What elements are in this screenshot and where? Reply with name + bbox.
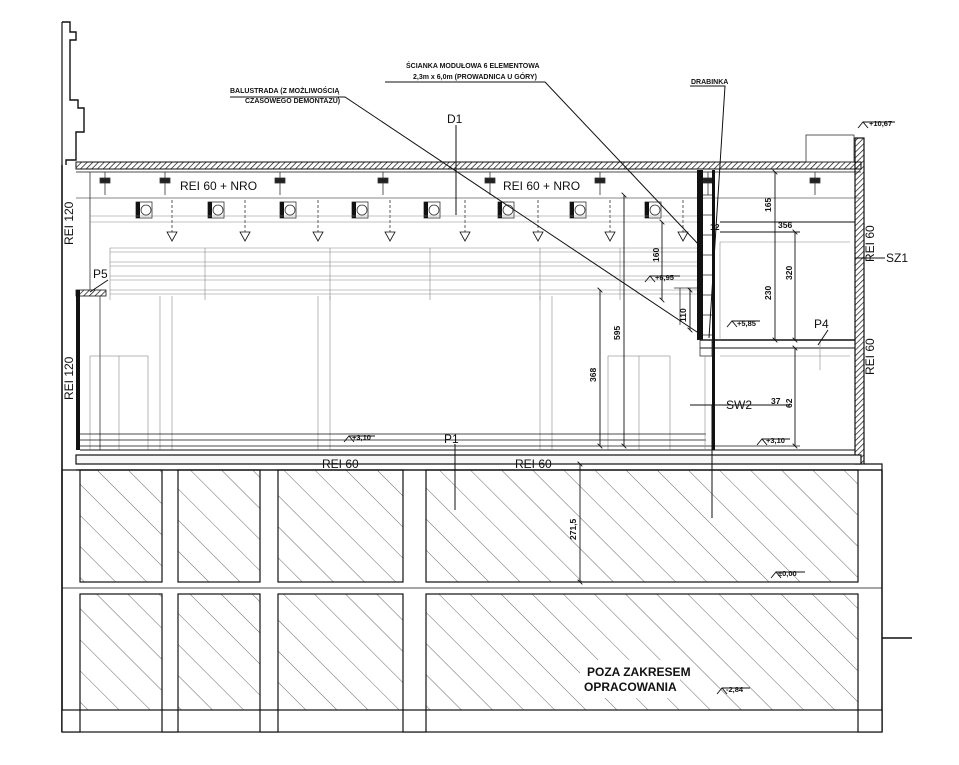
- dim-368: 368: [588, 368, 598, 382]
- ladder-note: DRABINKA: [691, 79, 728, 86]
- rating-floor-left: REI 60: [322, 457, 359, 471]
- rating-ceiling-right: REI 60 + NRO: [503, 179, 580, 193]
- rating-wall-left-upper: REI 120: [62, 201, 76, 245]
- balustrade-note-line2: CZASOWEGO DEMONTAŻU): [245, 97, 340, 105]
- stage-rails: [89, 215, 700, 451]
- out-of-scope-line2: OPRACOWANIA: [584, 680, 677, 694]
- basement-structure: [61, 469, 883, 733]
- rating-ceiling-left: REI 60 + NRO: [180, 179, 257, 193]
- dim-110: 110: [678, 308, 688, 322]
- tag-d1: D1: [447, 112, 463, 126]
- dim-160: 160: [651, 248, 661, 262]
- tag-sz1: SZ1: [886, 251, 908, 265]
- tag-p5: P5: [93, 267, 108, 281]
- floor-slab-p1: [75, 433, 862, 471]
- wall-note-line2: 2,3m x 6,0m (PROWADNICA U GÓRY): [413, 72, 537, 81]
- dim-271-5: 271,5: [568, 518, 578, 540]
- left-inner-wall: [75, 172, 107, 450]
- rating-wall-right-lower: REI 60: [863, 338, 877, 375]
- leader-lines: [89, 81, 885, 518]
- level-basement: -2,84: [726, 685, 744, 694]
- dimension-lines: [580, 172, 855, 582]
- ceiling-fixtures: [99, 172, 821, 242]
- level-gallery-b: +5,85: [737, 319, 756, 328]
- balustrade-note-line1: BALUSTRADA (Z MOŻLIWOŚCIĄ: [230, 86, 339, 95]
- tag-p4: P4: [814, 317, 829, 331]
- level-roof: +10,67: [869, 119, 892, 128]
- dim-230: 230: [763, 286, 773, 300]
- level-floor-left: +3,10: [352, 433, 371, 442]
- out-of-scope-line1: POZA ZAKRESEM: [587, 665, 691, 679]
- level-gallery-a: +6,95: [655, 273, 674, 282]
- dim-320: 320: [784, 266, 794, 280]
- level-markers: [343, 121, 895, 695]
- rating-floor-right: REI 60: [515, 457, 552, 471]
- rating-wall-left-lower: REI 120: [62, 356, 76, 400]
- dim-356: 356: [778, 220, 792, 230]
- tag-p1: P1: [444, 432, 459, 446]
- level-floor-right: +3,10: [766, 436, 785, 445]
- dim-37: 37: [771, 396, 781, 406]
- rating-wall-right-upper: REI 60: [863, 225, 877, 262]
- dim-12: 12: [710, 222, 720, 232]
- dim-62: 62: [784, 398, 794, 408]
- tag-sw2: SW2: [726, 398, 752, 412]
- dim-595: 595: [612, 326, 622, 340]
- level-ground: ±0,00: [778, 569, 797, 578]
- wall-note-line1: ŚCIANKA MODUŁOWA 6 ELEMENTOWA: [406, 61, 540, 70]
- dim-165: 165: [763, 198, 773, 212]
